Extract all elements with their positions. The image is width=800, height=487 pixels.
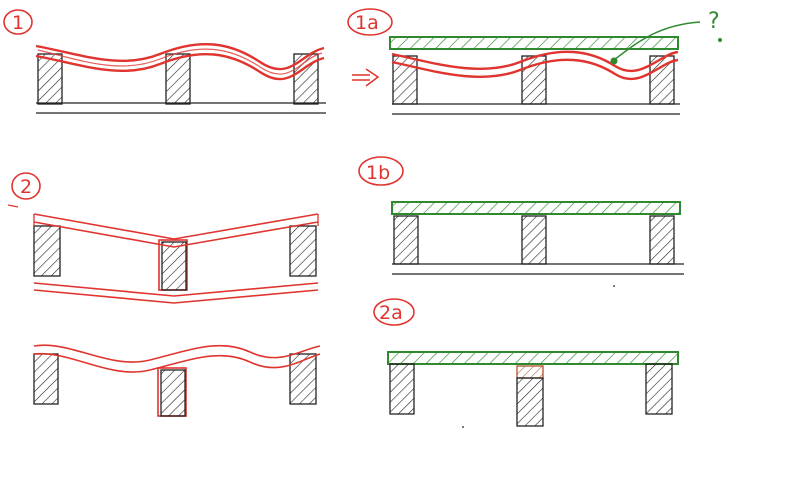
post: [37, 53, 63, 105]
post: [161, 241, 187, 291]
wavy-board: [33, 352, 321, 373]
green-marker: [610, 57, 618, 65]
bent-board: [33, 282, 319, 297]
label-2-text: 2: [20, 176, 32, 198]
green-plank: [387, 351, 679, 365]
stray-dot: [462, 426, 464, 428]
post: [160, 369, 186, 417]
green-plank: [389, 36, 679, 50]
post: [289, 225, 317, 277]
panel-2a: 2a: [373, 298, 679, 427]
panel-1a: 1a ?: [347, 8, 722, 115]
post: [33, 225, 61, 277]
question-text: ?: [708, 9, 720, 34]
stray-dot: [613, 285, 615, 287]
wavy-board: [35, 43, 325, 71]
wavy-board: [33, 344, 321, 363]
panel-2-lower: [33, 344, 321, 417]
post: [289, 353, 317, 405]
green-plank: [391, 201, 681, 215]
post: [389, 363, 415, 415]
label-2a-text: 2a: [379, 302, 403, 324]
green-leader-line: [613, 21, 701, 61]
post: [165, 53, 191, 105]
bent-board: [33, 221, 319, 248]
wavy-board: [391, 50, 679, 73]
label-1b: 1b: [358, 156, 404, 186]
shim-block: [516, 365, 544, 379]
wavy-board-scribble: [37, 48, 323, 75]
panel-1b: 1b: [358, 156, 684, 275]
panel-2: 2: [7, 172, 319, 304]
label-1-text: 1: [12, 12, 24, 34]
post: [393, 215, 419, 265]
wavy-board: [391, 58, 679, 81]
post: [516, 377, 544, 427]
bent-board: [33, 289, 319, 304]
question-mark: ?: [708, 9, 722, 42]
label-2a: 2a: [373, 298, 415, 326]
post: [645, 363, 673, 415]
label-1a: 1a: [347, 8, 393, 36]
label-1b-text: 1b: [366, 162, 390, 184]
arrow-icon: [352, 68, 380, 87]
post: [33, 353, 59, 405]
wavy-board: [35, 53, 325, 81]
bent-board: [33, 213, 319, 240]
label-2: 2: [7, 172, 41, 208]
label-1: 1: [3, 9, 33, 35]
panel-1: 1: [3, 9, 326, 114]
post: [521, 215, 547, 265]
label-1a-text: 1a: [355, 12, 379, 34]
post: [649, 215, 675, 265]
